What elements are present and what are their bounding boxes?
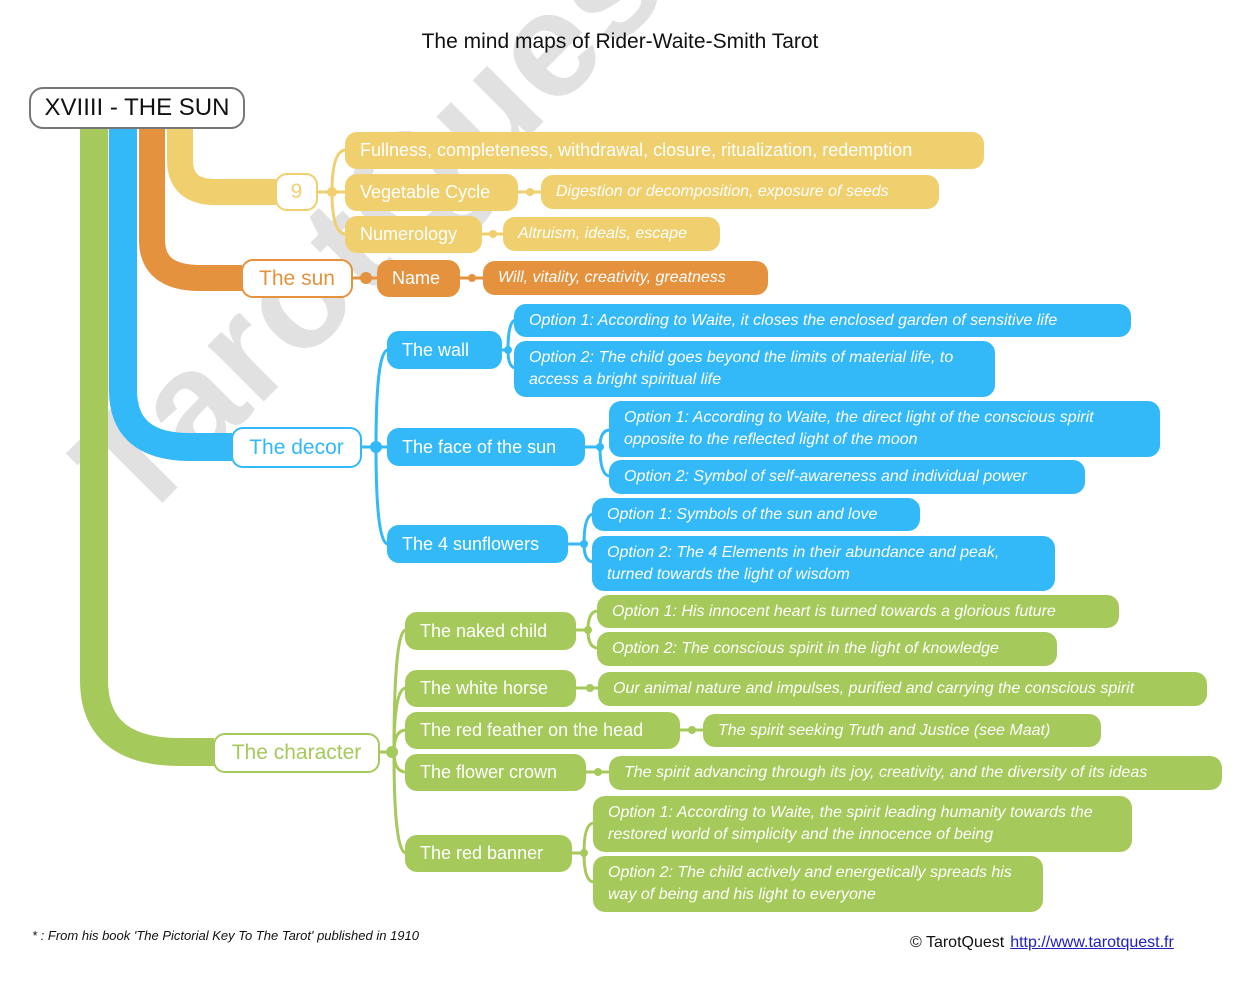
sunflowers-option-1[interactable]: Option 1: Symbols of the sun and love <box>592 498 920 531</box>
sunflowers-option-2[interactable]: Option 2: The 4 Elements in their abunda… <box>592 536 1055 591</box>
face-of-sun-node[interactable]: The face of the sun <box>387 428 585 466</box>
footnote: * : From his book 'The Pictorial Key To … <box>32 928 419 943</box>
naked-child-option-1[interactable]: Option 1: His innocent heart is turned t… <box>597 595 1119 628</box>
flower-crown-detail[interactable]: The spirit advancing through its joy, cr… <box>609 756 1222 790</box>
red-feather-node[interactable]: The red feather on the head <box>405 712 680 749</box>
vegetable-cycle-detail[interactable]: Digestion or decomposition, exposure of … <box>541 175 939 209</box>
flower-crown-node[interactable]: The flower crown <box>405 754 586 791</box>
vegetable-cycle-node[interactable]: Vegetable Cycle <box>345 174 518 211</box>
red-banner-option-1[interactable]: Option 1: According to Waite, the spirit… <box>593 796 1132 852</box>
copyright-text: © TarotQuest <box>910 934 1005 951</box>
face-option-1[interactable]: Option 1: According to Waite, the direct… <box>609 401 1160 457</box>
numerology-node[interactable]: Numerology <box>345 216 482 253</box>
the-wall-node[interactable]: The wall <box>387 331 502 369</box>
website-link[interactable]: http://www.tarotquest.fr <box>1010 934 1174 951</box>
the-character-node[interactable]: The character <box>213 733 380 773</box>
red-feather-detail[interactable]: The spirit seeking Truth and Justice (se… <box>703 714 1101 747</box>
name-detail[interactable]: Will, vitality, creativity, greatness <box>483 261 768 295</box>
wall-option-2[interactable]: Option 2: The child goes beyond the limi… <box>514 341 995 397</box>
numerology-detail[interactable]: Altruism, ideals, escape <box>503 217 720 251</box>
page-title: The mind maps of Rider-Waite-Smith Tarot <box>421 30 819 53</box>
credit: © TarotQuest http://www.tarotquest.fr <box>910 934 1174 952</box>
red-banner-node[interactable]: The red banner <box>405 835 572 872</box>
number-node[interactable]: 9 <box>275 173 318 211</box>
naked-child-option-2[interactable]: Option 2: The conscious spirit in the li… <box>597 632 1057 666</box>
white-horse-detail[interactable]: Our animal nature and impulses, purified… <box>598 672 1207 706</box>
the-sun-node[interactable]: The sun <box>241 259 353 298</box>
face-option-2[interactable]: Option 2: Symbol of self-awareness and i… <box>609 460 1085 494</box>
name-node[interactable]: Name <box>377 260 460 297</box>
red-banner-option-2[interactable]: Option 2: The child actively and energet… <box>593 856 1043 912</box>
white-horse-node[interactable]: The white horse <box>405 670 576 707</box>
the-decor-node[interactable]: The decor <box>231 427 362 468</box>
number-meaning-node[interactable]: Fullness, completeness, withdrawal, clos… <box>345 132 984 169</box>
sunflowers-node[interactable]: The 4 sunflowers <box>387 525 568 563</box>
wall-option-1[interactable]: Option 1: According to Waite, it closes … <box>514 304 1131 337</box>
root-node[interactable]: XVIIII - THE SUN <box>29 87 245 129</box>
naked-child-node[interactable]: The naked child <box>405 612 576 650</box>
